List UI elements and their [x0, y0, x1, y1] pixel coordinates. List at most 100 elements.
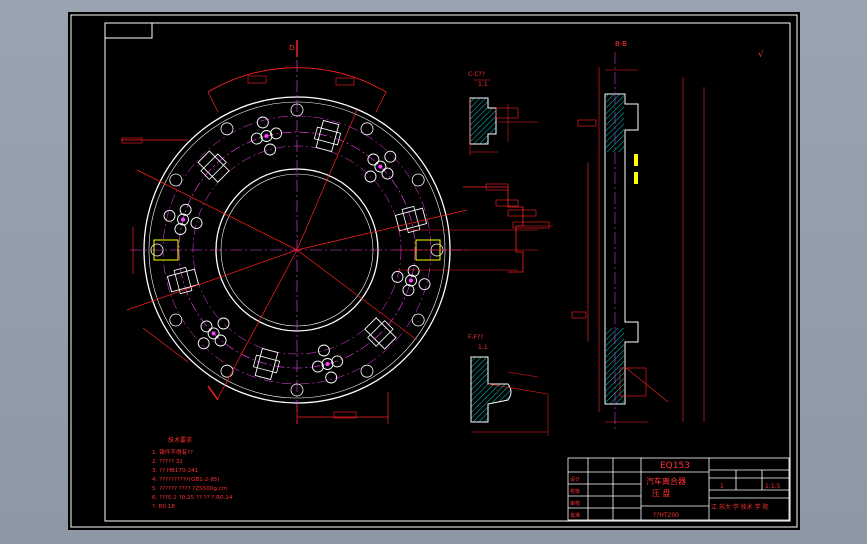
boss-lobe	[217, 317, 230, 330]
section-b-tag-2	[571, 311, 587, 319]
boss-lobe	[174, 223, 187, 236]
boss-center	[409, 278, 413, 283]
code-corner-box	[104, 22, 153, 39]
detail-f-leader	[487, 383, 549, 395]
radial-dim-line	[296, 249, 418, 341]
rib-block	[254, 347, 279, 381]
boss-lobe	[317, 344, 330, 357]
bottom-dim-value	[333, 411, 357, 419]
boss-lobe	[374, 160, 387, 173]
boss-lobe	[381, 167, 394, 180]
radial-dim-line	[126, 249, 298, 311]
boss-lobe	[260, 130, 273, 142]
detail-f-scale: 1:1	[478, 344, 488, 351]
drive-lug-left	[153, 239, 179, 261]
left-leader-tag	[121, 137, 143, 144]
rim-boss	[220, 122, 234, 136]
section-mark-d: D	[289, 44, 294, 52]
boss-lobe	[256, 116, 269, 129]
drawing-code: EQ153	[660, 461, 690, 471]
notes-heading: 技术要求	[168, 436, 192, 444]
note-line: 1. 铸件不得有??	[152, 448, 193, 456]
boss-lobe	[163, 209, 176, 222]
cooling-ribs-and-bosses	[150, 103, 444, 397]
row-label: 设计	[570, 476, 580, 483]
detail-c-dim	[495, 107, 519, 119]
radial-dim-line	[136, 169, 298, 251]
material-label: ??HT200	[653, 512, 679, 519]
detail-f-section	[470, 356, 512, 423]
section-b-outline	[604, 93, 639, 405]
title-block	[567, 457, 790, 521]
detail-step-profile	[463, 183, 553, 273]
step-dim-4	[512, 221, 550, 229]
boss-lobe	[384, 150, 397, 163]
title-block-border	[567, 457, 790, 521]
school-name: 江 苏大 学 技术 学 院	[711, 503, 769, 511]
rim-boss	[411, 173, 425, 187]
rib-slot	[313, 126, 342, 146]
pressure-plate-front-view: D	[121, 40, 538, 424]
row-label: 批准	[570, 512, 580, 519]
section-b-angle-dim	[624, 366, 669, 403]
rim-boss	[360, 122, 374, 136]
boss-lobe	[270, 127, 283, 140]
rib-block	[166, 268, 200, 293]
note-line: 5. ?????? ???? ?ZS500g.cm	[152, 486, 227, 492]
boss-lobe	[177, 213, 189, 226]
rib-block	[197, 150, 230, 183]
rim-boss	[290, 103, 304, 117]
boss-lobe	[207, 327, 220, 340]
section-b-feature-2	[634, 172, 638, 184]
boss-lobe	[405, 274, 417, 287]
part-name-line1: 汽车离合器	[646, 476, 686, 486]
step-dim-2	[495, 199, 519, 207]
boss-lobe	[418, 278, 431, 291]
boss-center	[325, 362, 330, 366]
detail-c-c: C-C?? 1:1	[468, 71, 538, 156]
boss-lobe	[214, 334, 227, 347]
boss-lobe	[407, 264, 420, 277]
note-line: 4. ??????????(GB1-2-85)	[152, 477, 220, 483]
rib-slot	[252, 354, 281, 374]
rib-slot	[401, 205, 421, 234]
rib-block	[315, 119, 340, 153]
row-label: 校核	[570, 488, 580, 495]
rim-boss	[169, 173, 183, 187]
step-dim-1	[485, 183, 509, 191]
arc-dim-value	[247, 75, 267, 84]
boss-lobe	[367, 153, 380, 166]
section-b-tag-1	[577, 119, 597, 127]
note-line: 3. ?? HB170-241	[152, 468, 199, 474]
section-b-hatch-bottom	[606, 328, 624, 404]
rim-boss	[290, 383, 304, 397]
arc-dim-extension	[207, 91, 387, 113]
section-b-title: B-B	[615, 40, 627, 48]
boss-lobe	[197, 337, 210, 350]
radial-dimension-lines	[126, 109, 468, 401]
rib-slot	[367, 320, 394, 347]
rib-slot	[200, 153, 227, 180]
rib-block	[364, 317, 397, 350]
detail-f-title: F-F??	[468, 334, 483, 341]
boss-center	[378, 164, 383, 169]
boss-lobe	[179, 203, 192, 216]
boss-lobe	[391, 270, 404, 283]
rib-slot	[173, 266, 193, 295]
boss-lobe	[200, 320, 213, 333]
radial-dim-line	[296, 109, 358, 251]
boss-lobe	[190, 217, 203, 230]
note-line: 2. ????? 32	[152, 459, 183, 465]
step-profile	[463, 186, 524, 273]
detail-f-f: F-F?? 1:1	[468, 334, 549, 436]
boss-lobe	[264, 143, 277, 156]
arc-dim-value-2	[335, 77, 355, 86]
boss-lobe	[311, 360, 324, 373]
rim-boss	[360, 364, 374, 378]
boss-center	[264, 134, 269, 138]
section-b-feature-1	[634, 154, 638, 166]
boss-lobe	[250, 132, 263, 145]
boss-center	[181, 217, 185, 222]
section-cut-bottom	[207, 385, 219, 401]
section-b-b: B-B √	[571, 40, 764, 432]
